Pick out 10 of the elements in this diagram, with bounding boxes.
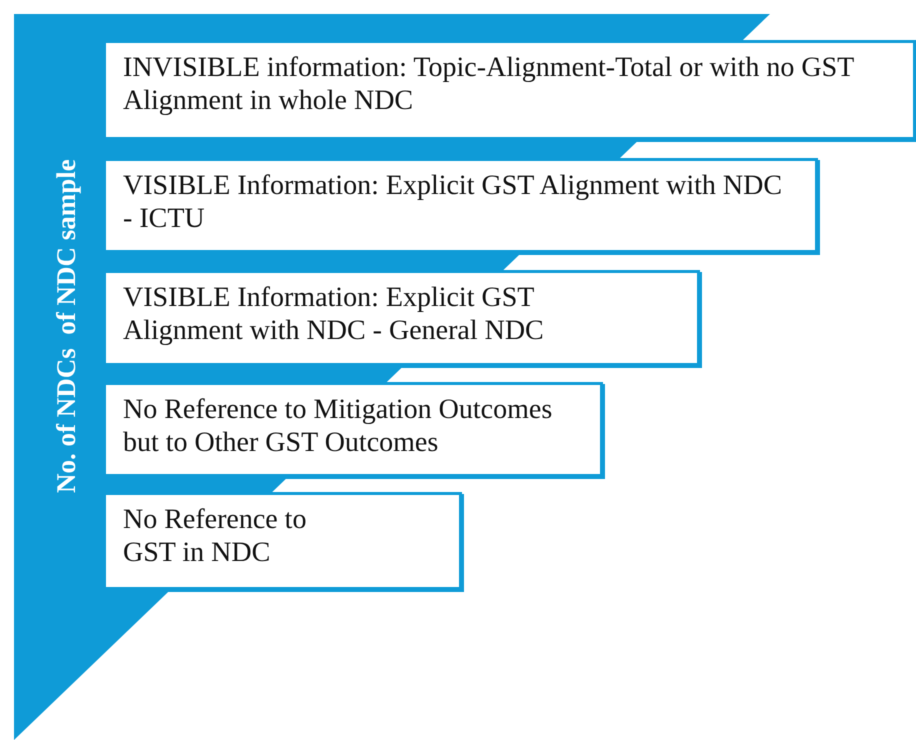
category-text: No Reference to GST in NDC [123, 503, 308, 569]
category-box [103, 382, 603, 477]
category-box [103, 158, 818, 253]
category-text: VISIBLE Information: Explicit GST Alignment with NDC - ICTU [123, 169, 783, 235]
category-text: INVISIBLE information: Topic-Alignment-Total or with no GST Alignment in whole NDC [123, 51, 855, 117]
category-text: No Reference to Mitigation Outcomes but to Other GST Outcomes [123, 393, 554, 459]
category-box [103, 492, 462, 590]
axis-label: No. of NDCs of NDC sample [51, 159, 82, 493]
category-box [103, 40, 916, 140]
category-text: VISIBLE Information: Explicit GST Alignment with NDC - General NDC [123, 281, 545, 347]
